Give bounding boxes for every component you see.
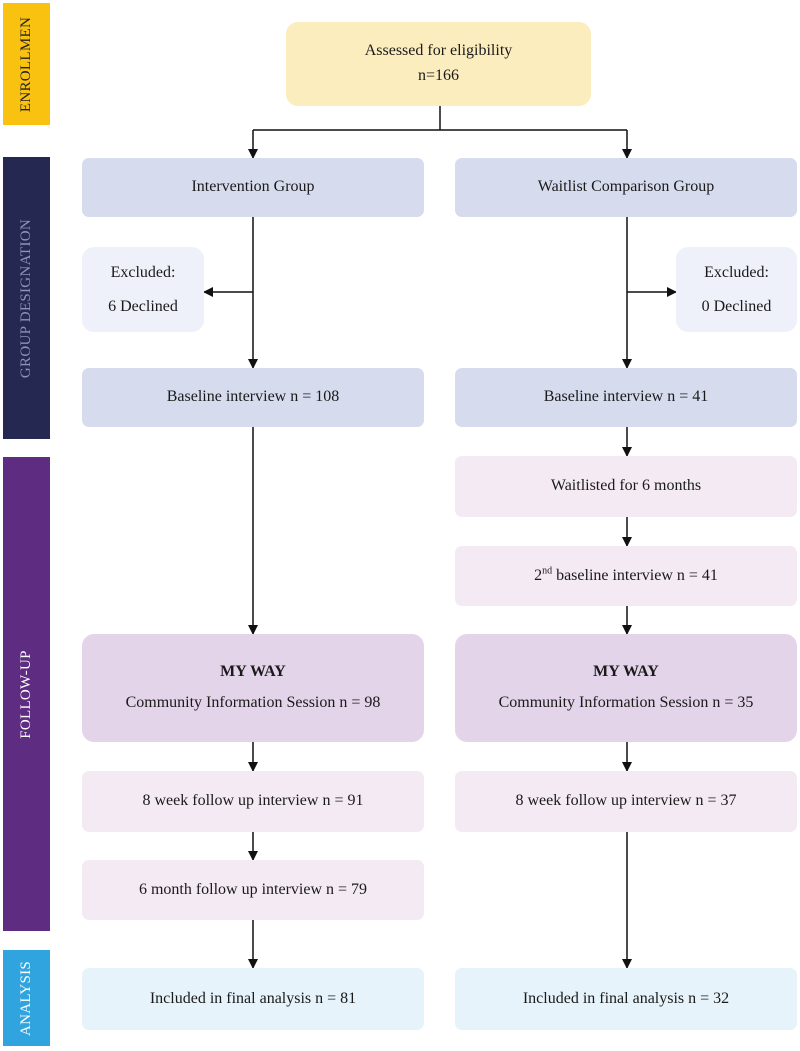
assessed-count: n=166 [417, 67, 460, 84]
phase-enrollment: ENROLLMEN [3, 3, 50, 125]
waitlist-8week-label: 8 week follow up interview n = 37 [515, 792, 737, 810]
intervention-group-label: Intervention Group [191, 178, 315, 196]
waitlist-group-box: Waitlist Comparison Group [455, 158, 797, 217]
waitlist-baseline-label: Baseline interview n = 41 [543, 388, 709, 406]
phase-group-designation: GROUP DESIGNATION [3, 157, 50, 439]
waitlisted-box: Waitlisted for 6 months [455, 456, 797, 517]
waitlist-myway-box: MY WAY Community Information Session n =… [455, 634, 797, 742]
intervention-6month-box: 6 month follow up interview n = 79 [82, 860, 424, 920]
second-baseline-box: 2nd baseline interview n = 41 [455, 546, 797, 606]
second-baseline-sup: nd [542, 565, 553, 577]
intervention-excluded-box: Excluded: 6 Declined [82, 247, 204, 332]
assessed-label: Assessed for eligibility [364, 42, 513, 60]
second-baseline-rest: baseline interview n = 41 [552, 566, 718, 584]
intervention-excluded-label: Excluded: [110, 263, 176, 281]
intervention-myway-session: Community Information Session n = 98 [125, 694, 381, 711]
intervention-final-label: Included in final analysis n = 81 [149, 989, 357, 1007]
second-baseline-label: 2nd baseline interview n = 41 [534, 564, 718, 589]
assessed-box: Assessed for eligibility n=166 [286, 22, 591, 106]
waitlist-excluded-box: Excluded: 0 Declined [676, 247, 797, 332]
intervention-baseline-box: Baseline interview n = 108 [82, 368, 424, 427]
intervention-final-box: Included in final analysis n = 81 [82, 968, 424, 1030]
waitlisted-label: Waitlisted for 6 months [550, 477, 702, 495]
waitlist-baseline-box: Baseline interview n = 41 [455, 368, 797, 427]
waitlist-8week-box: 8 week follow up interview n = 37 [455, 771, 797, 832]
intervention-myway-title: MY WAY [220, 663, 286, 681]
waitlist-myway-title: MY WAY [593, 663, 659, 681]
waitlist-excluded-label: Excluded: [704, 263, 769, 281]
intervention-6month-label: 6 month follow up interview n = 79 [138, 880, 368, 898]
second-baseline-num: 2 [534, 566, 543, 584]
intervention-group-box: Intervention Group [82, 158, 424, 217]
intervention-8week-label: 8 week follow up interview n = 91 [142, 792, 364, 810]
waitlist-final-box: Included in final analysis n = 32 [455, 968, 797, 1030]
waitlist-final-label: Included in final analysis n = 32 [522, 989, 730, 1007]
waitlist-group-label: Waitlist Comparison Group [537, 178, 715, 196]
waitlist-myway-session: Community Information Session n = 35 [498, 694, 754, 711]
intervention-myway-box: MY WAY Community Information Session n =… [82, 634, 424, 742]
waitlist-excluded-value: 0 Declined [701, 297, 772, 315]
intervention-8week-box: 8 week follow up interview n = 91 [82, 771, 424, 832]
phase-follow-up: FOLLOW-UP [3, 457, 50, 931]
phase-analysis: ANALYSIS [3, 950, 50, 1046]
intervention-baseline-label: Baseline interview n = 108 [166, 388, 340, 406]
intervention-excluded-value: 6 Declined [108, 297, 178, 315]
